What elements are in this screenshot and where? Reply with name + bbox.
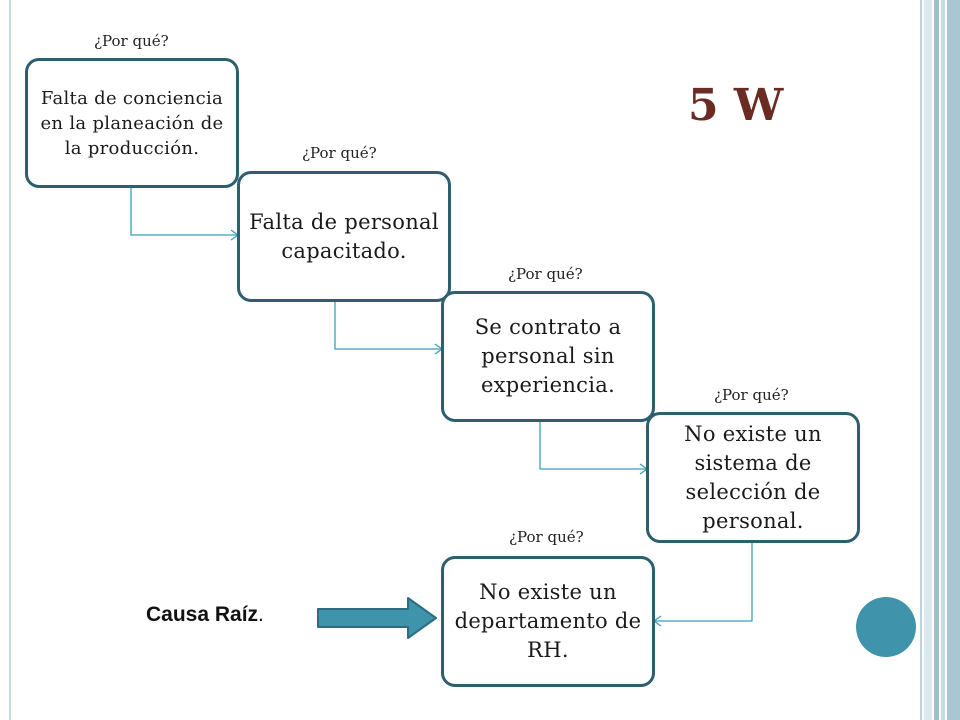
root-cause-label: Causa Raíz. (146, 601, 264, 629)
why-label-4: ¿Por qué? (714, 386, 789, 404)
step-box-1: Falta de conciencia en la planeación de … (25, 58, 239, 188)
right-stripe (934, 0, 939, 720)
step-box-4: No existe un sistema de selección de per… (646, 412, 860, 543)
root-cause-period: . (258, 603, 264, 626)
connector-3-4 (539, 421, 646, 470)
step-text-4: No existe un sistema de selección de per… (684, 421, 822, 533)
step-text-2: Falta de personal capacitado. (249, 209, 439, 263)
step-text-5: No existe un departamento de RH. (454, 580, 642, 662)
step-box-5: No existe un departamento de RH. (441, 556, 655, 687)
connector-4-5 (655, 543, 753, 622)
right-stripe (920, 0, 922, 720)
step-text-3: Se contrato a personal sin experiencia. (474, 315, 622, 397)
step-text-1: Falta de conciencia en la planeación de … (40, 87, 224, 159)
why-label-1: ¿Por qué? (94, 32, 169, 50)
right-stripe (924, 0, 932, 720)
connector-1-2 (130, 188, 237, 236)
step-box-2: Falta de personal capacitado. (237, 171, 451, 302)
right-stripe (941, 0, 945, 720)
why-label-5: ¿Por qué? (509, 528, 584, 546)
root-cause-text: Causa Raíz (146, 603, 259, 626)
right-stripe (947, 0, 960, 720)
slide-title: 5 W (688, 80, 784, 131)
accent-circle (856, 597, 916, 657)
connector-2-3 (334, 302, 441, 350)
step-box-3: Se contrato a personal sin experiencia. (441, 291, 655, 422)
root-cause-arrow (317, 597, 437, 639)
left-frame-line (9, 0, 11, 720)
why-label-3: ¿Por qué? (508, 265, 583, 283)
why-label-2: ¿Por qué? (302, 144, 377, 162)
